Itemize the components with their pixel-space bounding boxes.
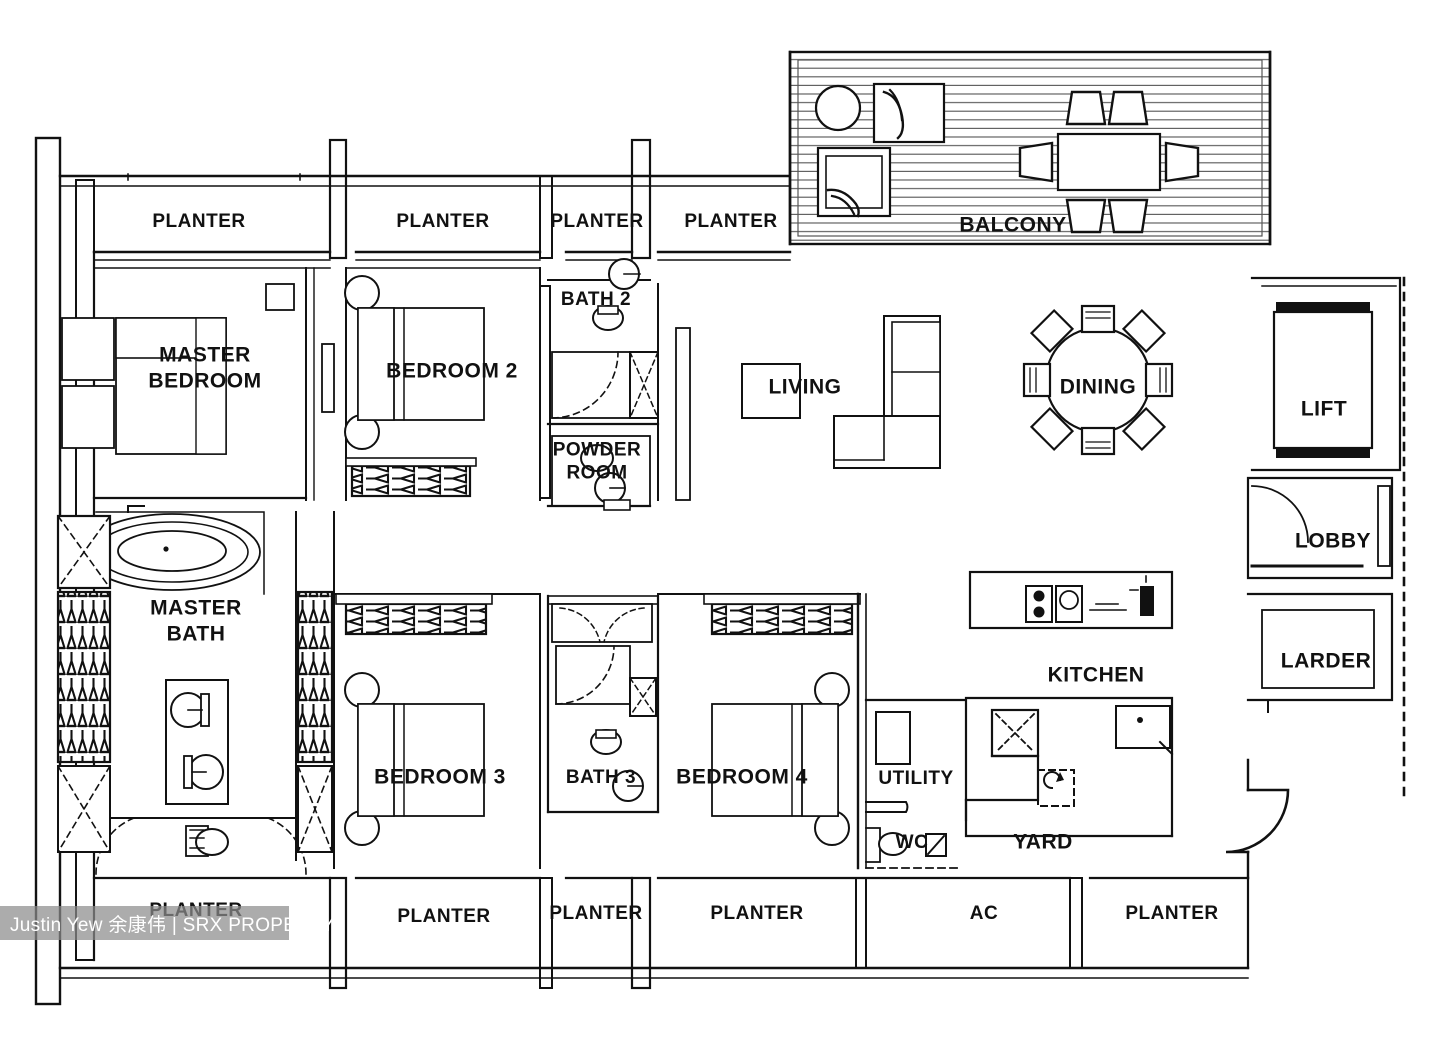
- planter-label-planter-bottom-3: PLANTER: [549, 903, 642, 924]
- room-label-bath-3: BATH 3: [566, 767, 636, 788]
- room-label-kitchen: KITCHEN: [1048, 664, 1145, 687]
- room-label-larder-text: LARDER: [1281, 650, 1372, 673]
- room-label-yard: YARD: [1013, 831, 1073, 854]
- service-label-group: AC: [970, 903, 998, 924]
- room-label-lobby-text: LOBBY: [1295, 530, 1371, 553]
- watermark-text: Justin Yew 余康伟 | SRX PROPERTY: [10, 914, 335, 936]
- room-label-lift: LIFT: [1301, 398, 1347, 421]
- room-label-living: LIVING: [768, 376, 841, 399]
- room-label-master-bedroom-text: BEDROOM: [148, 369, 261, 392]
- room-label-bedroom-4: BEDROOM 4: [676, 766, 808, 789]
- room-label-utility: UTILITY: [878, 768, 953, 789]
- room-label-master-bath-text: MASTER: [150, 597, 242, 620]
- room-label-master-bath-text: BATH: [167, 622, 226, 645]
- room-label-balcony: BALCONY: [959, 214, 1066, 237]
- planter-label-planter-bottom-4: PLANTER: [710, 903, 803, 924]
- planter-label-planter-bottom-2: PLANTER: [397, 906, 490, 927]
- room-label-larder: LARDER: [1281, 650, 1372, 673]
- room-label-powder-room-text: ROOM: [566, 463, 627, 484]
- room-label-powder-room: POWDER ROOM: [553, 439, 642, 484]
- planter-label-planter-top-3-text: PLANTER: [550, 211, 643, 232]
- room-label-balcony-text: BALCONY: [959, 214, 1066, 237]
- service-label-ac-ledge-text: AC: [970, 903, 998, 924]
- room-label-bedroom-3-text: BEDROOM 3: [374, 766, 506, 789]
- room-label-living-text: LIVING: [768, 376, 841, 399]
- room-label-bedroom-2: BEDROOM 2: [386, 360, 518, 383]
- planter-label-planter-top-3: PLANTER: [550, 211, 643, 232]
- planter-label-planter-bottom-4-text: PLANTER: [710, 903, 803, 924]
- room-label-bath-2-text: BATH 2: [561, 289, 631, 310]
- service-label-ac-ledge: AC: [970, 903, 998, 924]
- room-label-bedroom-2-text: BEDROOM 2: [386, 360, 518, 383]
- planter-label-planter-bottom-2-text: PLANTER: [397, 906, 490, 927]
- room-label-kitchen-text: KITCHEN: [1048, 664, 1145, 687]
- room-label-dining-text: DINING: [1060, 376, 1137, 399]
- room-label-bedroom-3: BEDROOM 3: [374, 766, 506, 789]
- room-label-master-bedroom-text: MASTER: [159, 344, 251, 367]
- planter-label-planter-bottom-5: PLANTER: [1125, 903, 1218, 924]
- planter-label-planter-top-1-text: PLANTER: [152, 211, 245, 232]
- room-label-utility-text: UTILITY: [878, 768, 953, 789]
- room-label-dining: DINING: [1060, 376, 1137, 399]
- room-label-yard-text: YARD: [1013, 831, 1073, 854]
- room-label-wc: WC: [896, 832, 929, 853]
- room-label-lift-text: LIFT: [1301, 398, 1347, 421]
- planter-label-planter-top-2: PLANTER: [396, 211, 489, 232]
- planter-label-planter-top-4: PLANTER: [684, 211, 777, 232]
- room-label-lobby: LOBBY: [1295, 530, 1371, 553]
- planter-label-group: PLANTER PLANTER PLANTER PLANTER PLANTER PLANT…: [149, 211, 1218, 927]
- room-label-bath-3-text: BATH 3: [566, 767, 636, 788]
- room-label-bedroom-4-text: BEDROOM 4: [676, 766, 808, 789]
- planter-label-planter-bottom-5-text: PLANTER: [1125, 903, 1218, 924]
- planter-label-planter-top-4-text: PLANTER: [684, 211, 777, 232]
- watermark: Justin Yew 余康伟 | SRX PROPERTY: [0, 906, 334, 940]
- room-label-bath-2: BATH 2: [561, 289, 631, 310]
- room-label-powder-room-text: POWDER: [553, 439, 642, 460]
- room-label-wc-text: WC: [896, 832, 929, 853]
- planter-label-planter-top-2-text: PLANTER: [396, 211, 489, 232]
- planter-label-planter-bottom-3-text: PLANTER: [549, 903, 642, 924]
- planter-label-planter-top-1: PLANTER: [152, 211, 245, 232]
